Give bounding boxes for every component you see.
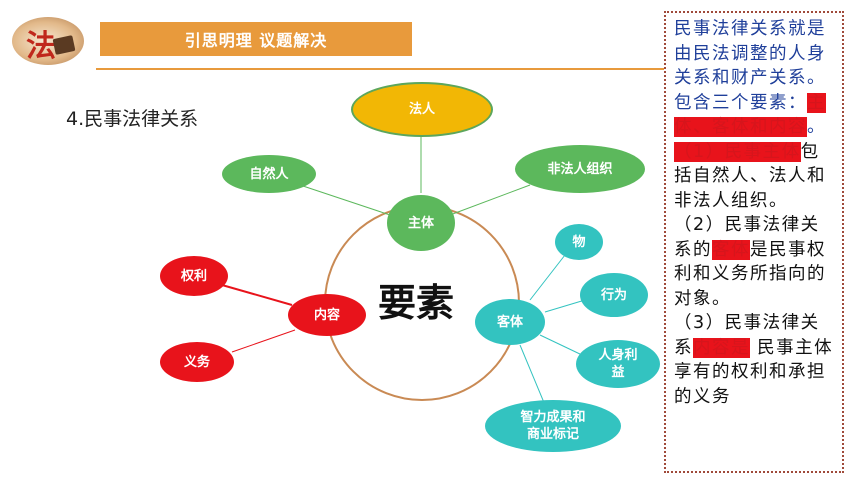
link-subject-natural: [299, 184, 391, 216]
panel-p3-highlight: 内容是: [693, 337, 750, 358]
node-act: 行为: [580, 273, 648, 317]
panel-p1-highlight: 民事主体: [724, 141, 801, 162]
node-object: 客体: [475, 299, 545, 345]
node-content: 内容: [288, 294, 366, 336]
panel-intro: 民事法律关系就是由民法调整的人身关系和财产关系。包含三个要素：: [674, 19, 826, 113]
link-content-rights: [221, 284, 293, 306]
node-duties: 义务: [160, 342, 234, 382]
law-logo: 法: [12, 17, 84, 65]
law-glyph: 法: [26, 29, 56, 64]
panel-p3-rest: 民事主体享有的权利和承担的义务: [674, 337, 834, 407]
panel-p2-highlight: 客体: [712, 239, 750, 260]
section-banner: 引思明理 议题解决: [100, 22, 412, 56]
node-legal-person: 法人: [351, 82, 493, 137]
link-object-thing: [529, 254, 566, 301]
link-object-act: [544, 299, 586, 313]
node-ip-trademark: 智力成果和商业标记: [485, 400, 621, 452]
panel-p2-rest: 是民事权利和义务所指向的对象。: [674, 239, 826, 309]
panel-p1-text: 包括自然人、法人和非法人组织。: [674, 141, 826, 211]
panel-intro-end: 。: [807, 117, 826, 137]
node-thing: 物: [555, 224, 603, 260]
node-personal-interest: 人身利益: [576, 340, 660, 388]
node-rights: 权利: [160, 256, 228, 296]
panel-p1-num: （1）: [674, 141, 725, 162]
section-heading: 4.民事法律关系: [66, 108, 199, 130]
node-non-legal-org: 非法人组织: [515, 145, 645, 193]
link-object-ip: [519, 344, 546, 406]
header-divider: [96, 68, 668, 70]
panel-p2-text: （2）民事法律关系的: [674, 215, 820, 260]
explanation-panel: 民事法律关系就是由民法调整的人身关系和财产关系。包含三个要素：主体、客体和内容。…: [664, 11, 844, 473]
node-subject: 主体: [387, 195, 455, 251]
link-subject-nonlegal: [449, 184, 531, 216]
panel-p3-text: （3）民事法律关系: [674, 313, 820, 358]
link-object-personal: [539, 334, 583, 356]
link-content-duties: [231, 329, 296, 353]
node-natural-person: 自然人: [222, 155, 316, 193]
core-label: 要素: [378, 281, 455, 325]
